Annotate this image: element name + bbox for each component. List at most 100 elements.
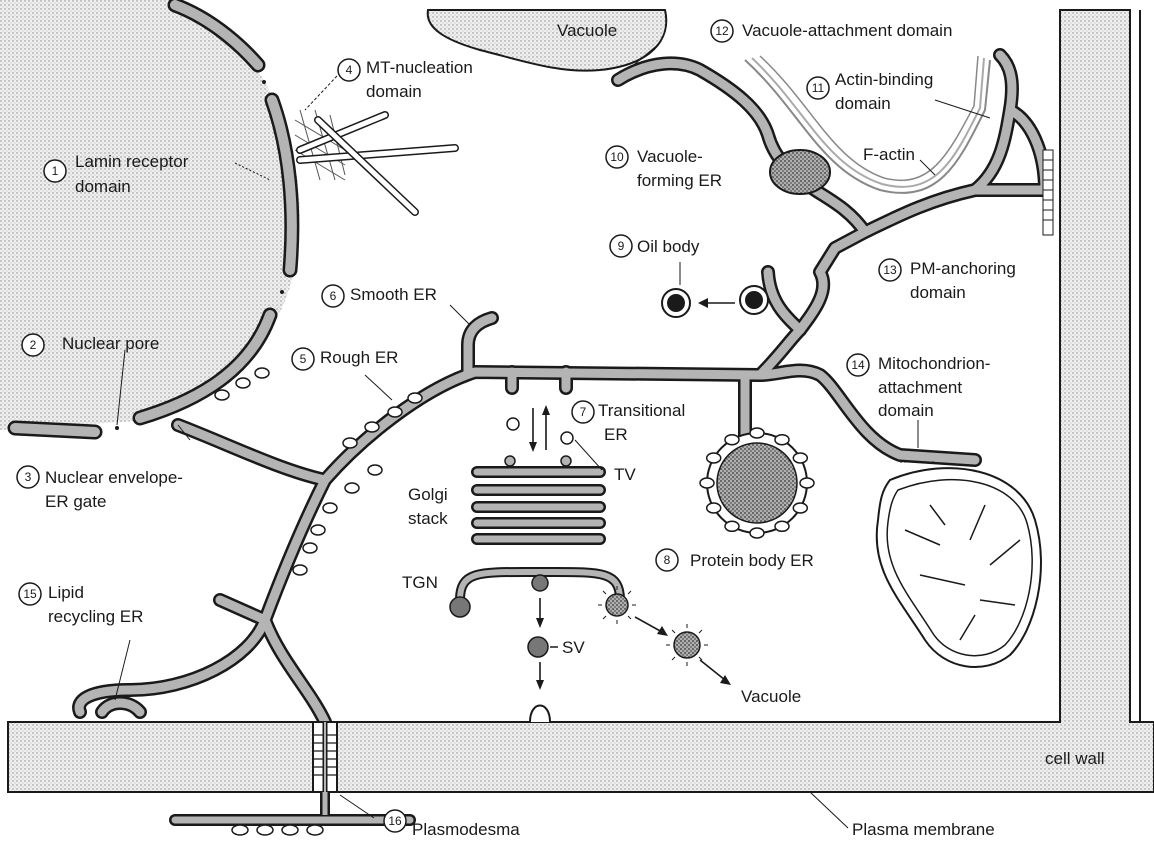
label-lamin-2: domain — [75, 177, 131, 196]
number-label: 2 — [30, 338, 37, 352]
number-label: 7 — [580, 405, 587, 419]
microtubules — [295, 110, 455, 212]
protein-body-core — [717, 443, 797, 523]
label-protein-body: Protein body ER — [690, 551, 814, 570]
secretory-vesicle — [528, 637, 548, 657]
nuclear-pore — [280, 290, 284, 294]
label-mt-nucleation-2: domain — [366, 82, 422, 101]
ribosome — [800, 478, 814, 488]
number-label: 5 — [300, 352, 307, 366]
ribosome — [750, 528, 764, 538]
label-mito-2: attachment — [878, 378, 962, 397]
label-transitional: Transitional — [598, 401, 685, 420]
ribosome — [725, 435, 739, 445]
ribosome — [793, 503, 807, 513]
label-tgn: TGN — [402, 573, 438, 592]
tgn-bud — [532, 575, 548, 591]
er-tubule-lumen — [975, 55, 1012, 190]
label-nuclear-pore: Nuclear pore — [62, 334, 159, 353]
label-vacuole-top: Vacuole — [557, 21, 617, 40]
ribosome — [750, 428, 764, 438]
label-lamin: Lamin receptor — [75, 152, 189, 171]
neighbor-ribosomes — [232, 825, 323, 835]
ribosome — [215, 390, 229, 400]
leader-mt — [305, 76, 337, 110]
oil-bodies — [662, 286, 768, 317]
label-vacuole-attachment: Vacuole-attachment domain — [742, 21, 952, 40]
ribosome — [775, 435, 789, 445]
label-mito-3: domain — [878, 401, 934, 420]
number-label: 15 — [23, 587, 37, 601]
label-vacuole-forming-2: forming ER — [637, 171, 722, 190]
label-sv: SV — [562, 638, 585, 657]
number-label: 1 — [52, 164, 59, 178]
mitochondrion-outer — [877, 468, 1041, 667]
label-f-actin: F-actin — [863, 145, 915, 164]
label-lipid: Lipid — [48, 583, 84, 602]
leader-plasma-membrane — [810, 792, 848, 828]
number-label: 14 — [851, 358, 865, 372]
microtubule-fill — [318, 120, 415, 212]
oil-body-core — [745, 291, 763, 309]
arrow — [700, 660, 725, 680]
ribosome — [707, 453, 721, 463]
vacuole-forming-er-blob — [770, 150, 830, 194]
arrowhead — [536, 680, 544, 690]
ribosome — [323, 503, 337, 513]
number-label: 16 — [388, 814, 402, 828]
nuclear-pore — [262, 80, 266, 84]
er-tubule — [79, 620, 265, 712]
label-smooth-er: Smooth ER — [350, 285, 437, 304]
number-label: 10 — [610, 150, 624, 164]
label-mt-nucleation: MT-nucleation — [366, 58, 473, 77]
ribosome — [368, 465, 382, 475]
label-actin-binding-2: domain — [835, 94, 891, 113]
ribosome — [236, 378, 250, 388]
ribosome — [775, 521, 789, 531]
golgi-stack — [477, 456, 600, 539]
microtubule-fill — [300, 148, 455, 160]
exocytosis-site — [530, 706, 550, 723]
ribosome — [700, 478, 714, 488]
label-cell-wall: cell wall — [1045, 749, 1105, 768]
number-label: 9 — [618, 239, 625, 253]
label-rough-er: Rough ER — [320, 348, 398, 367]
vesicle-transport-arrows — [529, 405, 550, 452]
golgi-bud — [505, 456, 515, 466]
ribosome — [343, 438, 357, 448]
label-plasma-membrane: Plasma membrane — [852, 820, 995, 839]
ribosome — [311, 525, 325, 535]
number-label: 13 — [883, 263, 897, 277]
number-label: 12 — [715, 24, 729, 38]
ribosome — [293, 565, 307, 575]
ribosome — [707, 503, 721, 513]
label-mito: Mitochondrion- — [878, 354, 990, 373]
transitional-vesicle — [507, 418, 519, 430]
er-tubule-lumen — [178, 425, 325, 480]
number-label: 4 — [346, 63, 353, 77]
arrow — [635, 617, 662, 632]
label-oil-body: Oil body — [637, 237, 700, 256]
transitional-vesicle — [561, 432, 573, 444]
ribosome — [303, 543, 317, 553]
ribosome — [388, 407, 402, 417]
label-vacuole-forming: Vacuole- — [637, 147, 703, 166]
pm-anchor-patch — [1043, 150, 1053, 235]
er-tubule-lumen — [102, 703, 140, 712]
leader-smooth-er — [450, 305, 470, 325]
ribosome — [725, 521, 739, 531]
label-lipid-2: recycling ER — [48, 607, 143, 626]
er-tubule-lumen — [760, 190, 1045, 375]
tgn-vesicle — [450, 597, 470, 617]
number-label: 8 — [664, 553, 671, 567]
arrowhead — [536, 618, 544, 628]
arrowhead — [698, 298, 708, 308]
label-ne-gate: Nuclear envelope- — [45, 468, 183, 487]
ribosome — [365, 422, 379, 432]
label-vacuole-bottom: Vacuole — [741, 687, 801, 706]
label-tv: TV — [614, 465, 636, 484]
mitochondrion — [877, 462, 1041, 667]
coated-vesicle — [674, 632, 700, 658]
label-plasmodesma: Plasmodesma — [412, 820, 520, 839]
